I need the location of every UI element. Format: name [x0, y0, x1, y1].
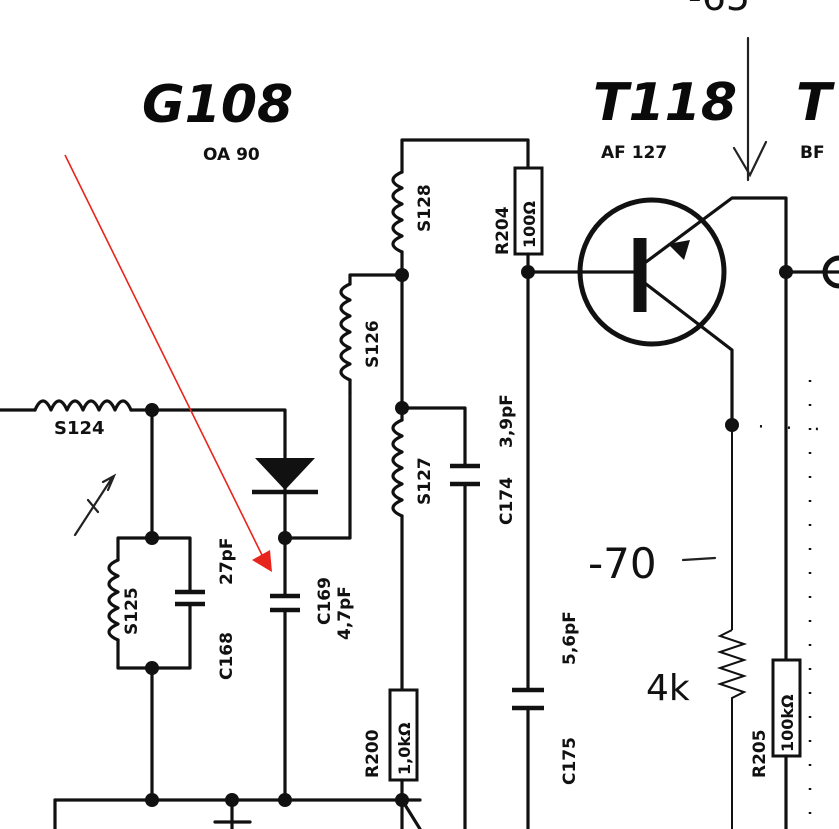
red-annotation-arrow-line: [64, 154, 263, 556]
transistor-collector-lead: [644, 282, 734, 427]
next-transistor-ref-label: T: [796, 73, 835, 133]
wire-tank-branch-top: [116, 536, 192, 592]
capacitor-c168: [175, 589, 205, 607]
label-s127: S127: [415, 457, 435, 505]
coil-s124: [33, 399, 133, 412]
voltage-note-top: -65: [688, 0, 750, 19]
wire-s126-top: [348, 273, 404, 286]
wire-tank-branch-bottom: [116, 604, 192, 670]
label-c168-value: 27pF: [217, 538, 237, 585]
transistor-emitter-lead: [644, 196, 788, 274]
junction-node: [395, 268, 409, 282]
resistor-note: 4k: [646, 668, 690, 709]
coil-s128: [391, 170, 404, 254]
wire-c174: [400, 406, 467, 829]
pen-arrow-head: [732, 140, 768, 178]
resistor-r204: [513, 166, 544, 256]
label-r205-value: 100kΩ: [778, 694, 797, 752]
label-r200-ref: R200: [363, 729, 383, 778]
resistor-r205: [771, 658, 802, 758]
junction-node: [779, 265, 793, 279]
next-transistor-edge: [822, 255, 839, 289]
label-c174-ref: C174: [497, 477, 517, 525]
red-annotation-arrow-head: [252, 550, 272, 572]
capacitor-c169: [270, 593, 300, 613]
resistor-4k-handdrawn: [716, 629, 748, 829]
junction-node: [395, 401, 409, 415]
junction-node: [145, 403, 159, 417]
junction-node: [145, 661, 159, 675]
wire-top-loop: [400, 138, 530, 174]
coil-s126: [339, 282, 352, 382]
label-r205-ref: R205: [750, 729, 770, 778]
label-s128: S128: [415, 184, 435, 232]
transistor-emitter-arrow: [668, 240, 690, 260]
label-c169-value: 4,7pF: [335, 586, 355, 640]
coil-s125: [107, 558, 120, 642]
junction-node: [395, 793, 409, 807]
label-s126: S126: [363, 320, 383, 368]
voltage-note-mid: -70: [588, 539, 657, 588]
tuning-mark: [73, 473, 117, 537]
transistor-type-label: AF 127: [601, 143, 667, 163]
diode-type-label: OA 90: [203, 145, 260, 165]
label-c174-value: 3,9pF: [497, 394, 517, 448]
junction-node: [145, 793, 159, 807]
junction-node: [145, 531, 159, 545]
junction-node: [225, 793, 239, 807]
junction-node: [278, 793, 292, 807]
pen-dash: [681, 556, 717, 562]
label-c168-ref: C168: [217, 632, 237, 680]
diode-ref-label: G108: [142, 75, 293, 135]
wire-top-junction: [129, 408, 287, 457]
next-transistor-type-label: BF: [800, 143, 825, 163]
label-r200-value: 1,0kΩ: [395, 722, 414, 775]
transistor-ref-label: T118: [593, 73, 737, 133]
capacitor-c175: [512, 687, 544, 711]
junction-node: [725, 418, 739, 432]
label-s124: S124: [54, 418, 105, 439]
junction-node: [278, 531, 292, 545]
label-c175-value: 5,6pF: [560, 611, 580, 665]
coil-s127: [391, 418, 404, 518]
capacitor-c174: [450, 463, 480, 487]
label-r204-ref: R204: [493, 206, 513, 255]
label-c169-ref: C169: [315, 577, 335, 625]
label-c175-ref: C175: [560, 737, 580, 785]
diode-g108-symbol: [255, 458, 315, 490]
label-s125: S125: [122, 587, 142, 635]
label-r204-value: 100Ω: [520, 201, 539, 248]
junction-node: [521, 265, 535, 279]
wire-diode-to-s126: [283, 390, 352, 540]
